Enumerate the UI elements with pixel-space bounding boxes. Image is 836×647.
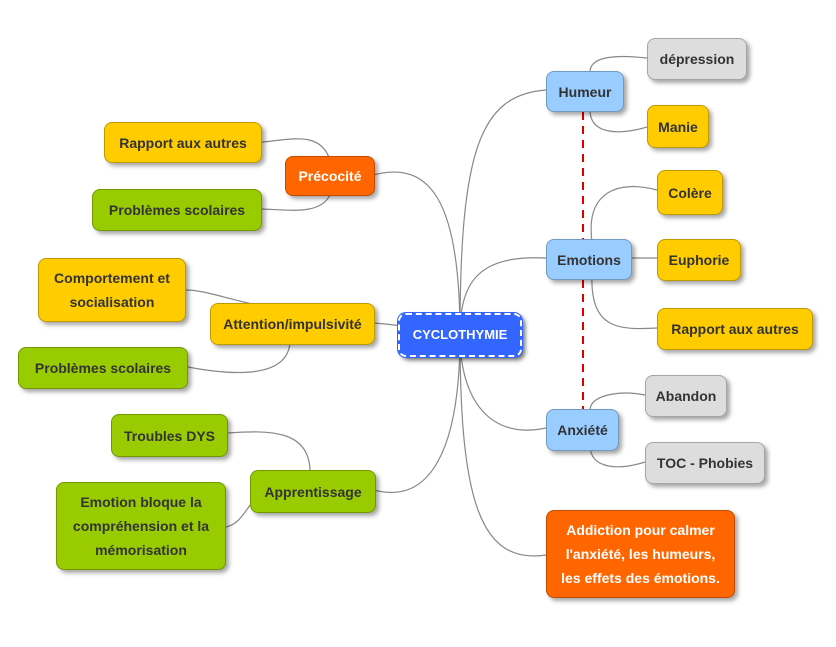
subtopic-comportement-socialisation[interactable]: Comportement et socialisation	[38, 258, 186, 322]
subtopic-problemes-scolaires-top[interactable]: Problèmes scolaires	[92, 189, 262, 231]
link-apprentissage-emotion	[225, 504, 251, 528]
subtopic-problemes-scolaires-bottom[interactable]: Problèmes scolaires	[18, 347, 188, 389]
link-center-anxiete	[459, 334, 547, 431]
link-center-precocite	[372, 171, 461, 336]
link-apprentissage-dys	[227, 431, 311, 473]
subtopic-euphorie[interactable]: Euphorie	[657, 239, 741, 281]
subtopic-rapport-aux-autres-left[interactable]: Rapport aux autres	[104, 122, 262, 163]
topic-attention-impulsivite[interactable]: Attention/impulsivité	[210, 303, 375, 345]
topic-precocite[interactable]: Précocité	[285, 156, 375, 196]
topic-addiction[interactable]: Addiction pour calmer l'anxiété, les hum…	[546, 510, 735, 598]
link-anxiete-abandon	[589, 392, 646, 411]
link-center-apprentissage	[373, 334, 461, 493]
subtopic-manie[interactable]: Manie	[647, 105, 709, 148]
link-humeur-manie	[589, 109, 648, 133]
link-humeur-depression	[589, 55, 648, 73]
subtopic-troubles-dys[interactable]: Troubles DYS	[111, 414, 228, 457]
central-topic[interactable]: CYCLOTHYMIE	[397, 312, 523, 358]
subtopic-rapport-aux-autres-right[interactable]: Rapport aux autres	[657, 308, 813, 350]
link-center-addiction	[459, 334, 547, 557]
link-precocite-problemes	[261, 194, 331, 211]
subtopic-depression[interactable]: dépression	[647, 38, 747, 80]
subtopic-colere[interactable]: Colère	[657, 170, 723, 215]
link-precocite-rapport	[261, 138, 331, 161]
topic-humeur[interactable]: Humeur	[546, 71, 624, 112]
subtopic-abandon[interactable]: Abandon	[645, 375, 727, 417]
topic-anxiete[interactable]: Anxiété	[546, 409, 619, 451]
link-attention-problemes	[187, 339, 291, 374]
topic-apprentissage[interactable]: Apprentissage	[250, 470, 376, 513]
link-emotions-colere	[590, 185, 658, 243]
link-emotions-rapport	[591, 274, 658, 330]
subtopic-emotion-bloque[interactable]: Emotion bloque la compréhension et la mé…	[56, 482, 226, 570]
link-anxiete-toc	[589, 444, 646, 468]
subtopic-toc-phobies[interactable]: TOC - Phobies	[645, 442, 765, 484]
link-center-humeur	[459, 89, 547, 336]
topic-emotions[interactable]: Emotions	[546, 239, 632, 280]
